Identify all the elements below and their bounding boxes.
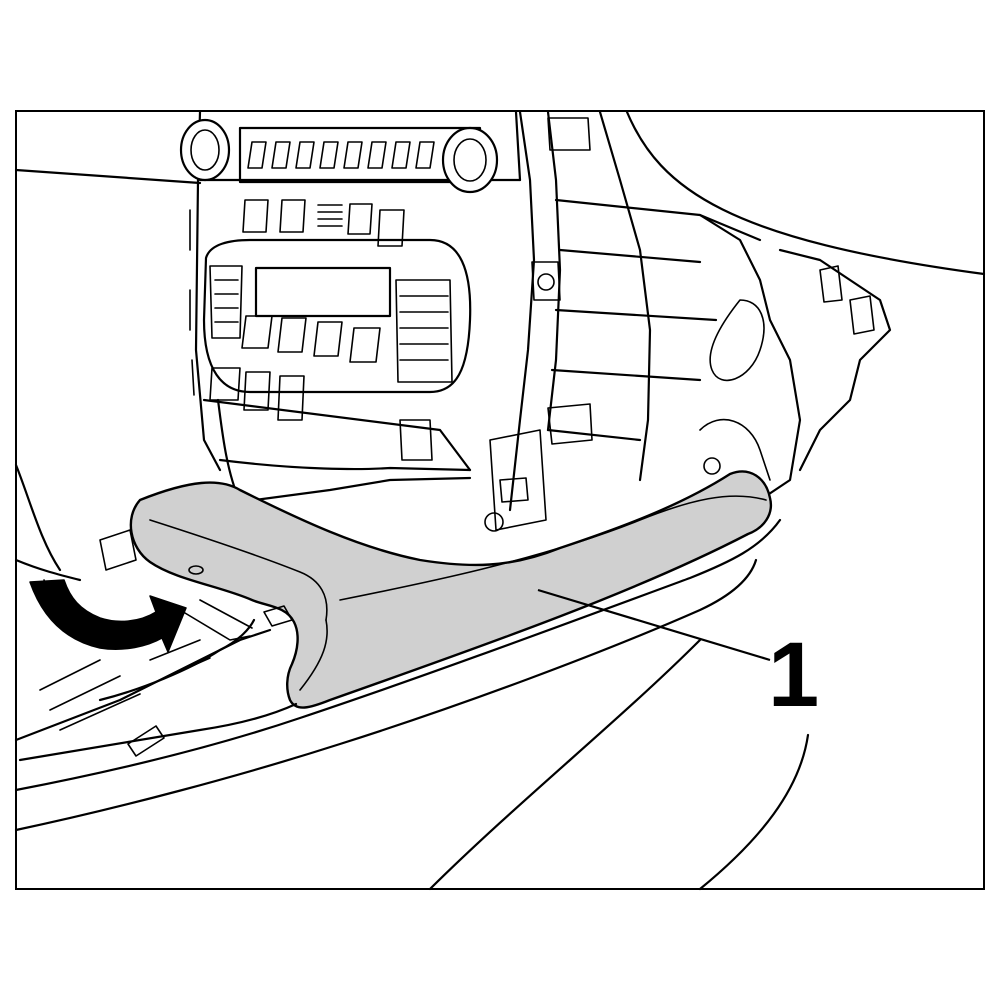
console-interior	[14, 463, 298, 762]
mounting-bracket-frame	[484, 110, 892, 532]
vent-knob-left	[179, 118, 231, 182]
vent-knob-right	[441, 126, 499, 194]
display-screen	[254, 266, 392, 318]
callout-number: 1	[768, 624, 819, 726]
console-trim-details	[149, 495, 767, 691]
switch-row	[242, 199, 405, 247]
callout-leader-line	[537, 588, 771, 662]
removal-direction-arrow	[29, 579, 187, 653]
console-base	[14, 518, 810, 891]
climate-control-panel	[202, 238, 472, 421]
callout-1: 1	[537, 588, 819, 726]
